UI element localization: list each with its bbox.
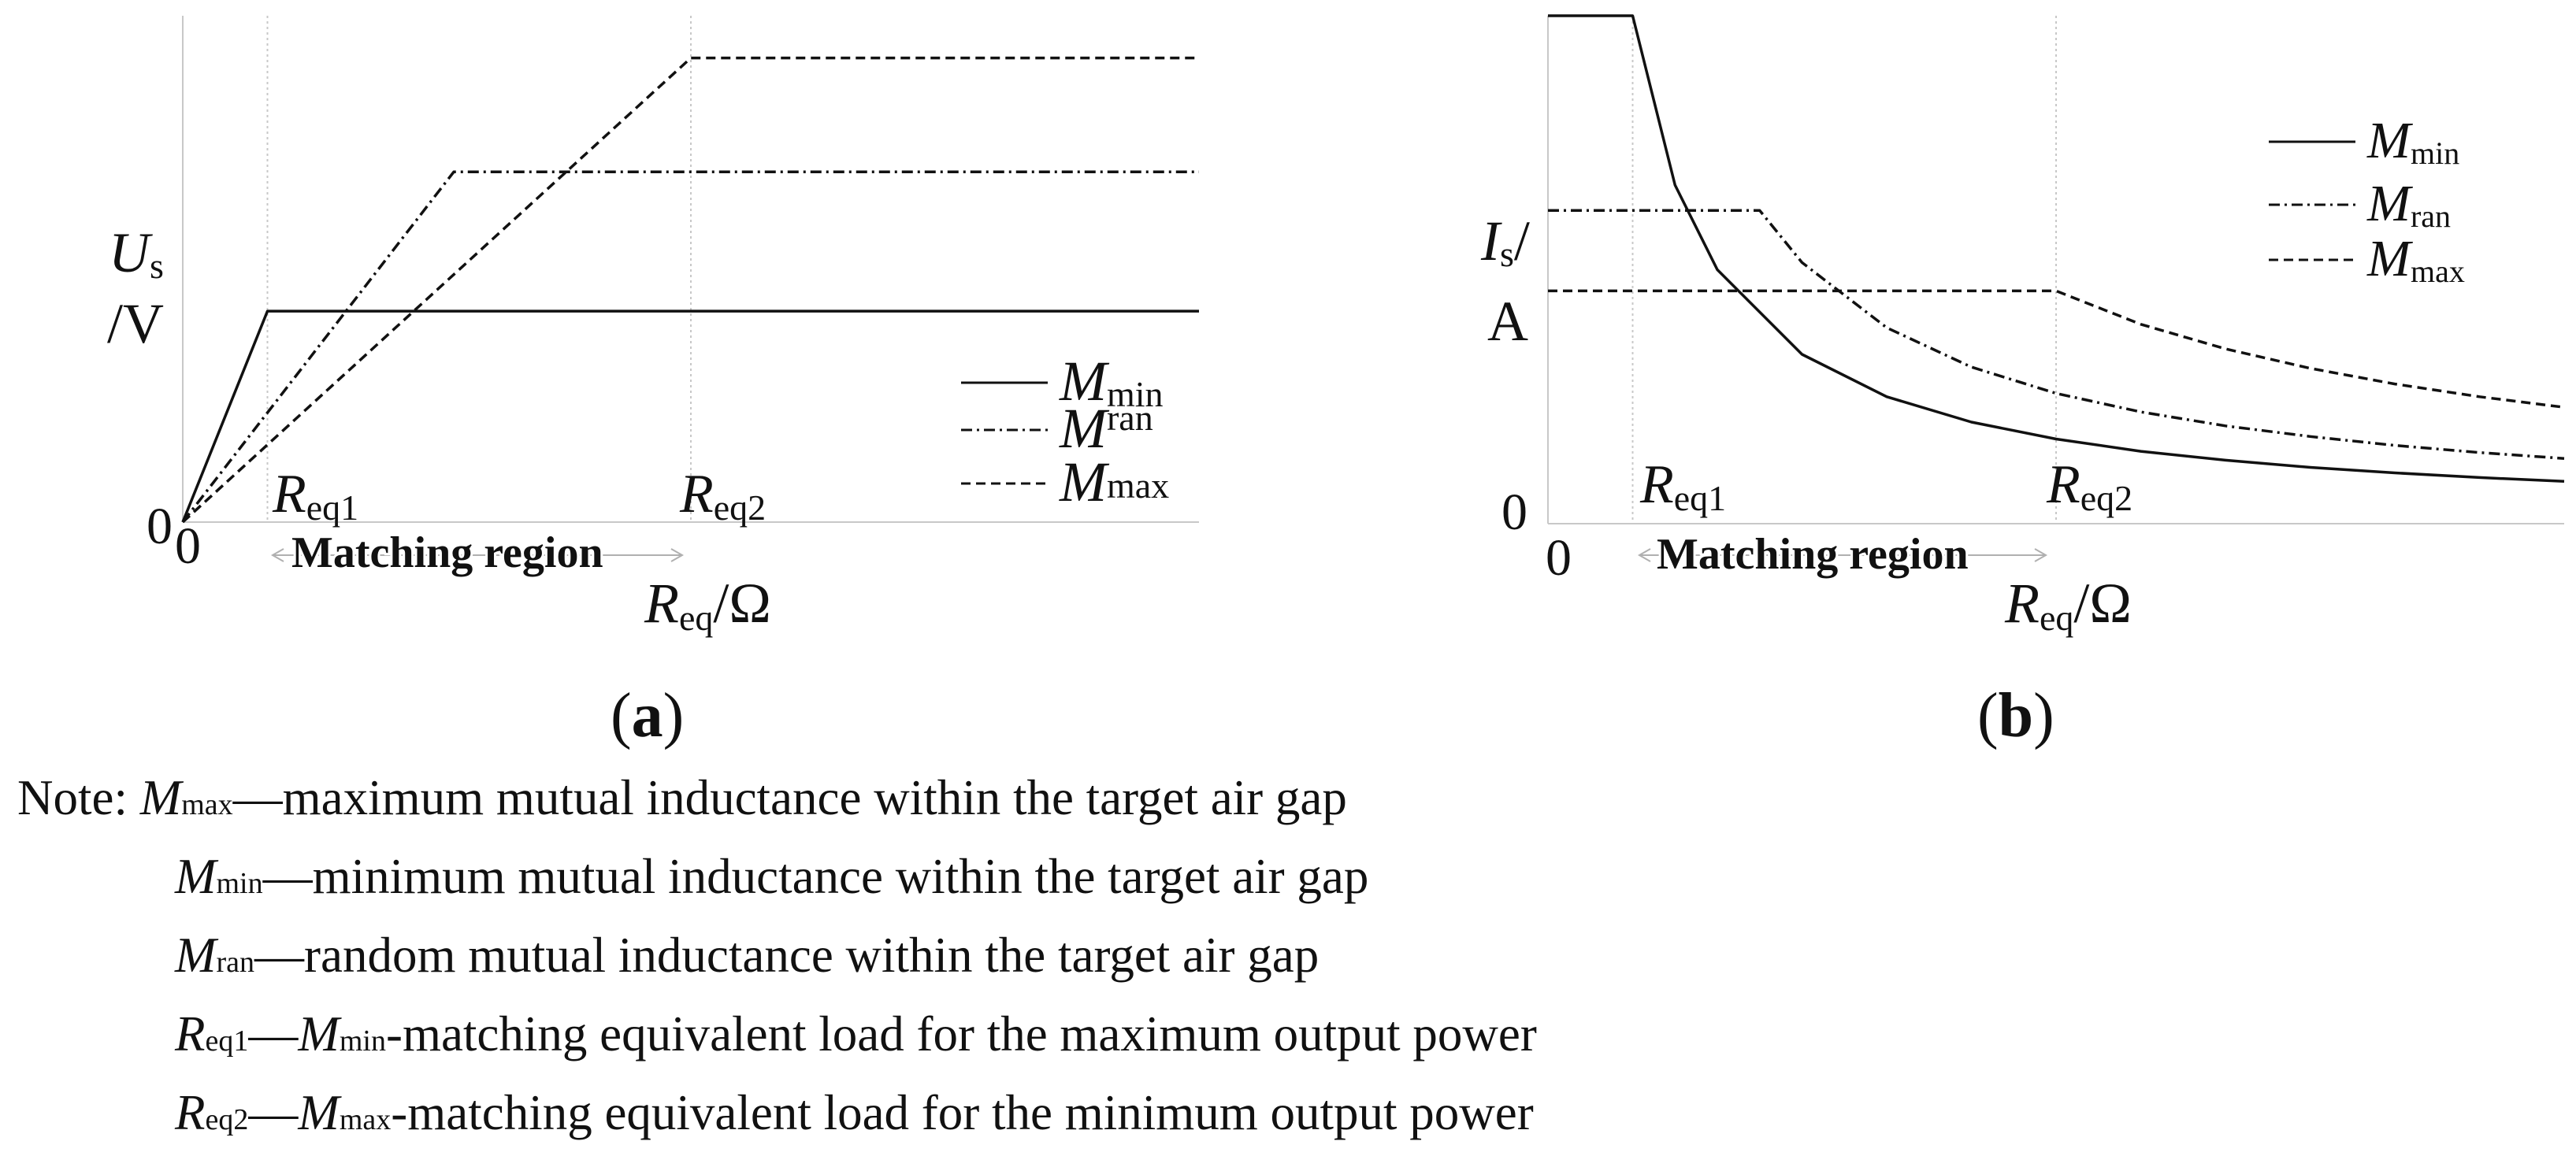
note-prefix: Note: <box>17 770 140 825</box>
legend: Mmin Mran Mmax <box>961 350 1169 513</box>
note-subscript: min <box>339 1024 386 1058</box>
series-group <box>181 56 1199 524</box>
req2-label: Req2 <box>679 464 766 528</box>
note-symbol: M <box>298 1085 340 1140</box>
matching-region-label: Matching region <box>1657 530 1969 579</box>
note-subscript: min <box>216 867 263 900</box>
y-axis-label: Us <box>109 221 164 286</box>
panel-label-b: (b) <box>1977 681 2054 750</box>
figure-notes: Note: Mmax—maximum mutual inductance wit… <box>17 762 2562 1156</box>
legend-label-min: Mmin <box>1059 350 1164 414</box>
note-dash: — <box>248 1085 299 1140</box>
note-text: —maximum mutual inductance within the ta… <box>232 770 1347 825</box>
y-axis-label: Is/ <box>1480 209 1530 274</box>
origin-label-x: 0 <box>1546 529 1572 587</box>
y-axis-unit: A <box>1487 290 1528 353</box>
note-line: Req2—Mmax-matching equivalent load for t… <box>17 1077 2562 1156</box>
series-line-min <box>1548 14 2565 484</box>
req1-label: Req1 <box>1639 454 1726 518</box>
origin-label-y: 0 <box>1501 484 1527 541</box>
note-text: —random mutual inductance within the tar… <box>254 928 1320 983</box>
y-axis-unit: /V <box>107 292 164 355</box>
chart-panel-b: Is/ A 0 0 Req1 Req2 Matching region Req/… <box>1480 14 2565 750</box>
series-line-max <box>181 56 1199 524</box>
note-line: Req1—Mmin-matching equivalent load for t… <box>17 999 2562 1077</box>
series-group <box>1548 14 2565 484</box>
legend-label-ran: Mran <box>1059 397 1153 460</box>
panel-label-a: (a) <box>611 681 684 750</box>
note-symbol: R <box>175 1006 206 1062</box>
note-subscript: max <box>181 788 233 821</box>
origin-label-x: 0 <box>175 517 201 575</box>
figure: Us /V 0 0 Req1 Req2 Matching region Req/… <box>107 14 2565 750</box>
req1-label: Req1 <box>272 464 358 528</box>
note-symbol: M <box>298 1006 340 1062</box>
origin-label-y: 0 <box>147 498 173 555</box>
note-line: Mran—random mutual inductance within the… <box>17 920 2562 999</box>
series-line-ran <box>1548 209 2565 460</box>
arrow-left-head <box>1637 548 1651 562</box>
note-subscript: eq2 <box>205 1103 249 1136</box>
note-line: Note: Mmax—maximum mutual inductance wit… <box>17 762 2562 841</box>
series-line-min <box>181 309 1199 523</box>
x-axis-label: Req/Ω <box>2004 572 2132 638</box>
note-subscript: max <box>339 1103 392 1136</box>
req2-label: Req2 <box>2046 454 2132 518</box>
note-symbol: M <box>139 770 182 825</box>
note-text: —minimum mutual inductance within the ta… <box>262 849 1369 904</box>
legend-label-min: Mmin <box>2366 112 2459 171</box>
note-symbol: R <box>175 1085 206 1140</box>
legend-label-max: Mmax <box>2366 230 2465 289</box>
legend-label-max: Mmax <box>1059 450 1169 513</box>
series-line-max <box>1548 289 2565 409</box>
legend-label-ran: Mran <box>2366 175 2451 234</box>
arrow-right-head <box>670 548 685 562</box>
chart-panel-a: Us /V 0 0 Req1 Req2 Matching region Req/… <box>107 16 1199 750</box>
note-subscript: ran <box>216 946 255 979</box>
note-line: Mmin—minimum mutual inductance within th… <box>17 841 2562 920</box>
note-text: -matching equivalent load for the maximu… <box>385 1006 1537 1062</box>
matching-region-label: Matching region <box>291 528 603 577</box>
note-symbol: M <box>175 928 217 983</box>
series-line-ran <box>181 170 1199 524</box>
arrow-left-head <box>270 548 284 562</box>
x-axis-label: Req/Ω <box>644 572 771 638</box>
arrow-right-head <box>2034 548 2048 562</box>
note-symbol: M <box>175 849 217 904</box>
note-subscript: eq1 <box>205 1024 249 1058</box>
note-dash: — <box>248 1006 299 1062</box>
legend: Mmin Mran Mmax <box>2269 112 2465 289</box>
note-text: -matching equivalent load for the minimu… <box>391 1085 1534 1140</box>
